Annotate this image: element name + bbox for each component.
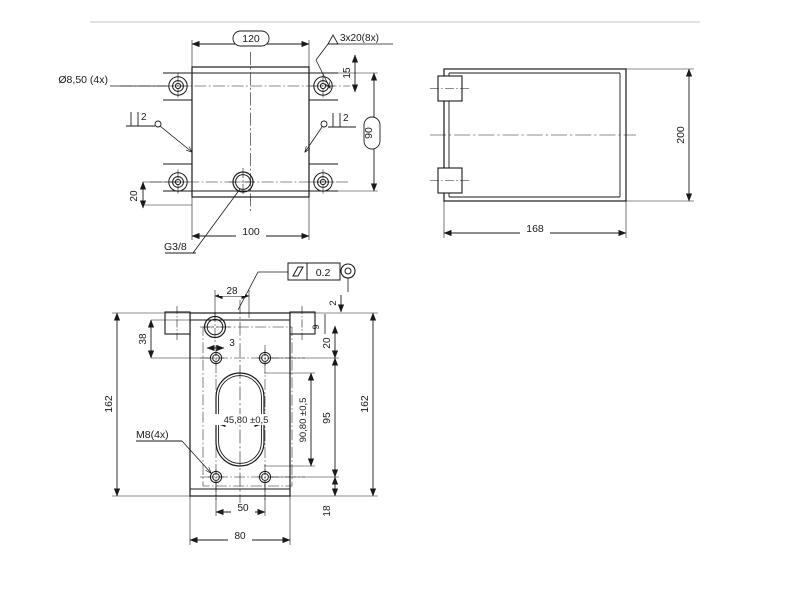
dim-value-80: 80: [234, 531, 246, 542]
dim-bottom-28: 28: [214, 285, 250, 318]
dim-value-28: 28: [226, 286, 238, 297]
dim-value-95: 95: [321, 412, 333, 424]
dim-value-slot-width: 45,80 ±0,5: [224, 415, 269, 426]
callout-bore-text: Ø8,50 (4x): [58, 74, 108, 86]
callout-surface-right: 2: [305, 113, 356, 152]
dim-bottom-162-left: 162: [103, 312, 190, 497]
dim-front-15: 15: [342, 54, 359, 93]
callout-thread-port-text: G3/8: [164, 241, 187, 253]
dim-bottom-slot-width: 45,80 ±0,5: [213, 414, 280, 428]
dim-side-200: 200: [626, 68, 694, 202]
dim-side-168: 168: [443, 201, 627, 238]
dim-value-38: 38: [138, 333, 149, 345]
dim-bottom-18: 18: [322, 476, 339, 517]
dim-front-100: 100: [191, 185, 310, 240]
dim-bottom-3: 3: [206, 338, 235, 352]
dim-bottom-50: 50: [215, 484, 266, 516]
dim-value-18: 18: [322, 505, 333, 517]
dim-value-168: 168: [526, 223, 544, 235]
datum-marker-icon: [340, 263, 356, 292]
view-side: 200 168: [430, 68, 694, 238]
dim-bottom-95: 95: [272, 357, 339, 478]
front-flange-lines: [163, 72, 338, 192]
dim-front-20: 20: [129, 181, 192, 209]
bottom-cavity-outline: [202, 326, 293, 487]
dim-value-15: 15: [342, 67, 353, 79]
fcf-flatness-value: 0.2: [316, 267, 331, 279]
dim-bottom-9: 9: [311, 314, 326, 334]
callout-m8-thread: M8(4x): [136, 429, 211, 473]
callout-m8-text: M8(4x): [136, 429, 169, 441]
bottom-boss-right: [289, 311, 316, 335]
callout-thread-port: G3/8: [164, 188, 241, 254]
dim-value-2: 2: [328, 300, 339, 305]
view-front: 120 100 90 15 20: [58, 30, 393, 254]
dim-value-20: 20: [129, 190, 140, 202]
callout-bore-diameter: Ø8,50 (4x): [58, 74, 166, 87]
dim-bottom-2: 2: [328, 295, 345, 313]
flatness-symbol-icon: [292, 266, 304, 277]
dim-value-50: 50: [237, 503, 249, 514]
dim-bottom-20: 20: [322, 325, 339, 359]
dim-value-162-right: 162: [359, 395, 371, 413]
dim-value-20-bottom: 20: [322, 337, 333, 349]
dim-value-slot-length: 90,80 ±0,5: [298, 398, 309, 443]
dim-bottom-80: 80: [189, 496, 291, 545]
callout-surface-left: 2: [126, 112, 192, 152]
dim-value-200: 200: [675, 126, 687, 144]
dim-bottom-slot-length: 90,80 ±0,5: [264, 372, 315, 467]
dim-value-90: 90: [363, 127, 375, 139]
dim-bottom-38: 38: [138, 319, 208, 359]
dim-value-100: 100: [242, 226, 260, 238]
dim-front-120: 120: [191, 30, 310, 70]
view-bottom: 162 162 38 28 3: [103, 262, 378, 545]
dim-value-3: 3: [229, 338, 235, 349]
dim-front-90: 90: [338, 72, 381, 192]
fcf-flatness: 0.2: [237, 262, 341, 311]
callout-chamfer: 3x20(8x): [315, 33, 393, 88]
callout-surface-right-text: 2: [343, 113, 349, 124]
dim-value-120: 120: [242, 33, 260, 45]
dim-value-162-left: 162: [103, 395, 115, 413]
callout-surface-left-text: 2: [141, 112, 147, 123]
bottom-boss-left: [164, 311, 191, 335]
dim-value-9: 9: [311, 324, 321, 329]
callout-chamfer-text: 3x20(8x): [340, 33, 379, 44]
